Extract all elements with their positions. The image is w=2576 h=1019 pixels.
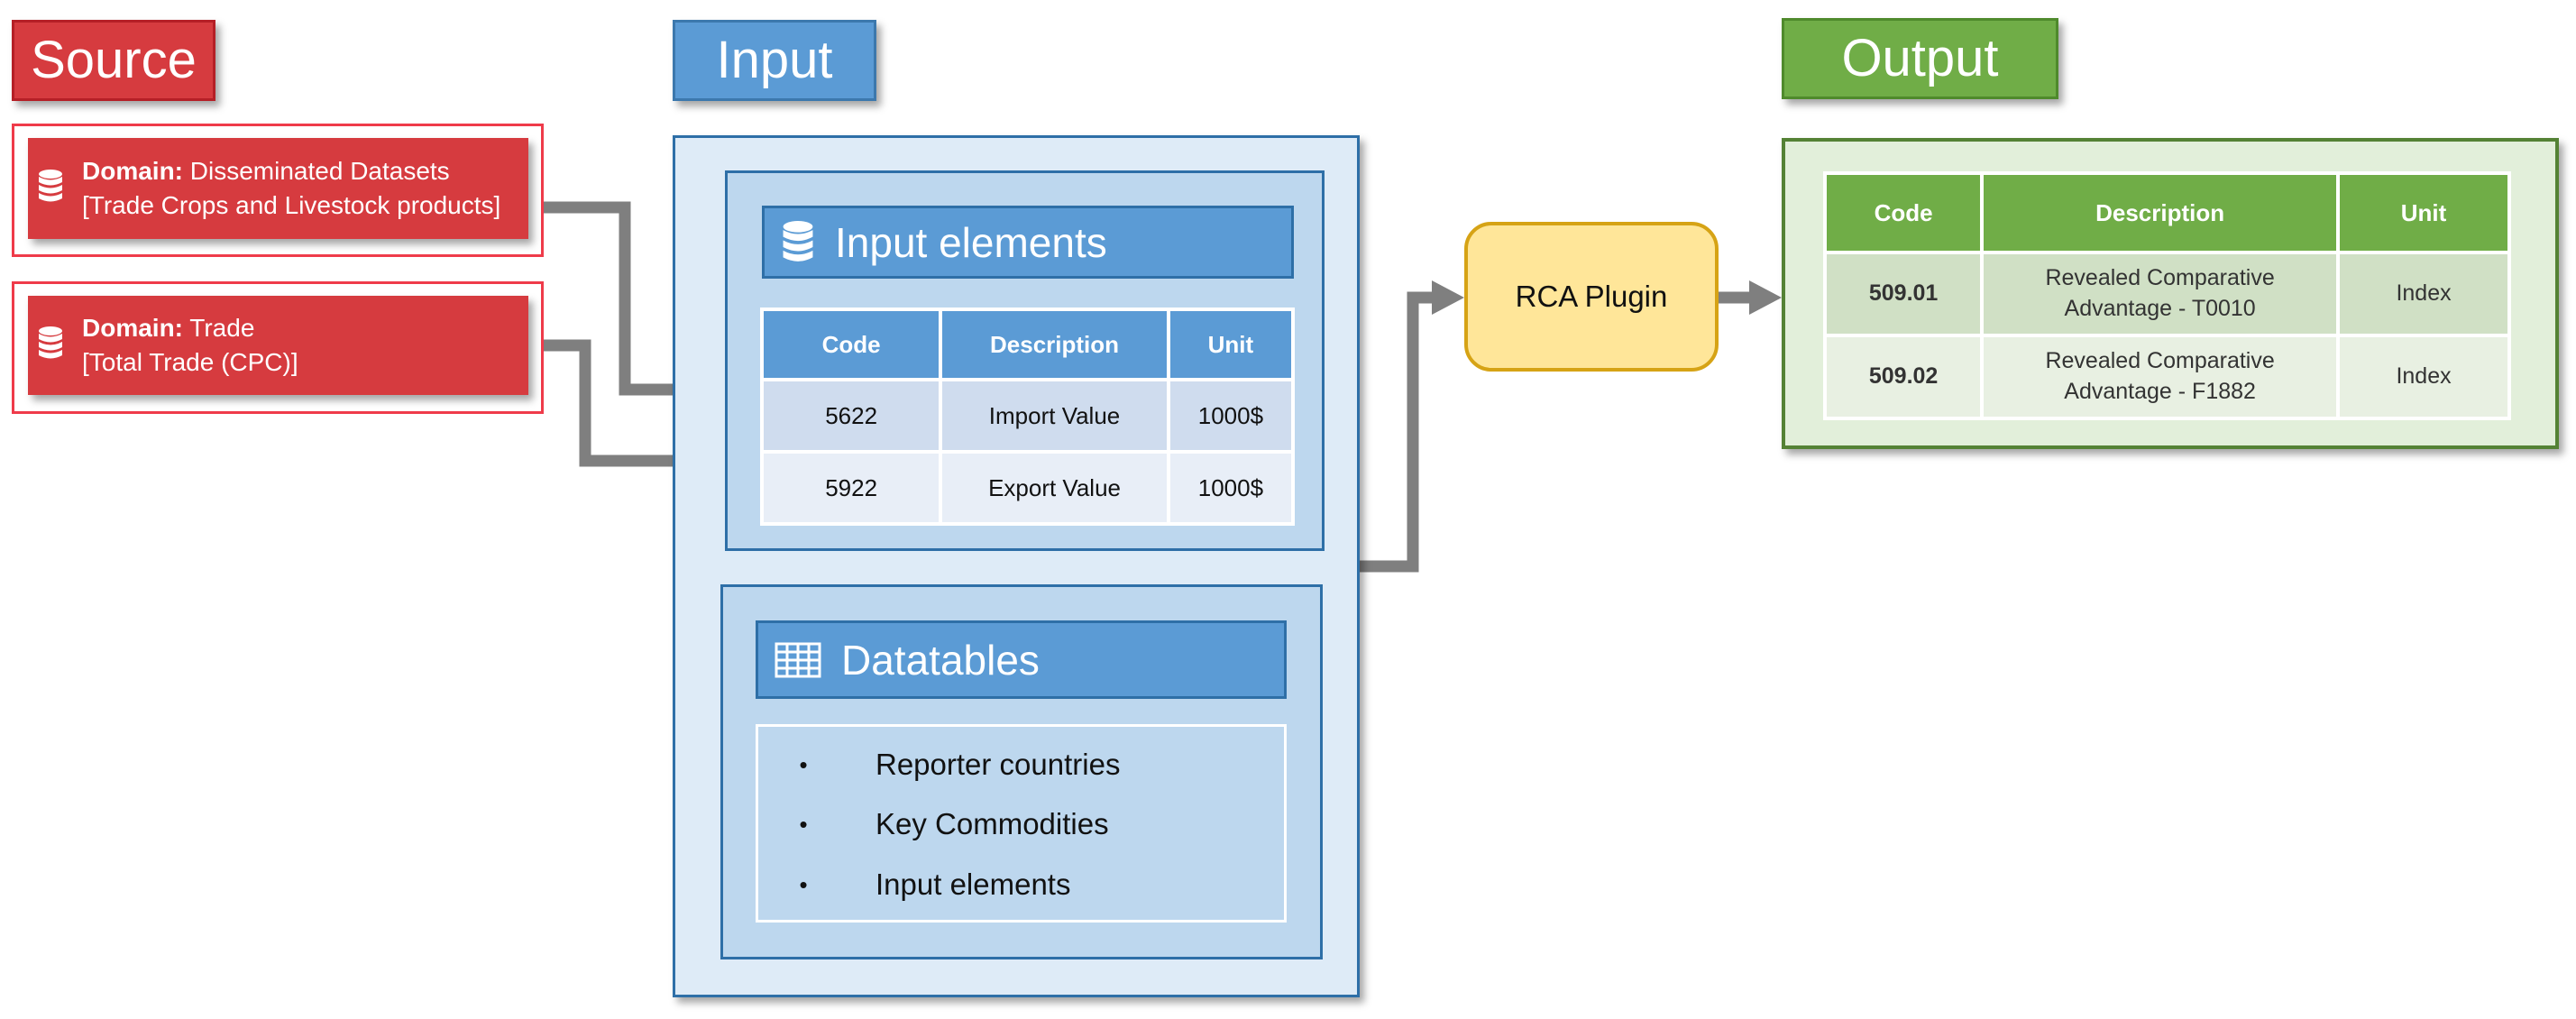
arrowhead <box>1432 280 1464 315</box>
datatables-list: • Reporter countries • Key Commodities •… <box>756 724 1287 923</box>
input-elements-title: Input elements <box>835 218 1107 266</box>
list-item-label: Key Commodities <box>875 807 1109 840</box>
domain-detail: [Trade Crops and Livestock products] <box>82 191 501 219</box>
description-line: Advantage - T0010 <box>2064 296 2256 321</box>
list-item: • Key Commodities <box>758 804 1284 844</box>
column-header: Description <box>939 308 1170 381</box>
input-elements-header: Input elements <box>762 206 1294 279</box>
column-header: Code <box>1822 171 1985 254</box>
source-domain-box: Domain: Disseminated Datasets [Trade Cro… <box>28 138 528 239</box>
datatables-header: Datatables <box>756 620 1287 699</box>
bullet-icon: • <box>799 810 808 838</box>
domain-label: Domain: <box>82 156 183 185</box>
table-cell: Revealed Comparative Advantage - F1882 <box>1980 334 2341 420</box>
list-item: • Reporter countries <box>758 745 1284 785</box>
input-elements-table: Code Description Unit 5622 Import Value … <box>759 308 1296 526</box>
bullet-icon: • <box>799 870 808 898</box>
output-table: Code Description Unit 509.01 Revealed Co… <box>1822 171 2511 420</box>
column-header: Code <box>759 308 943 381</box>
bullet-icon: • <box>799 750 808 778</box>
table-row: 5922 Export Value 1000$ <box>759 450 1296 526</box>
table-icon <box>775 642 821 678</box>
domain-name: Disseminated Datasets <box>189 156 450 185</box>
table-cell: 1000$ <box>1166 450 1296 526</box>
source-title: Source <box>31 31 197 89</box>
table-row: 5622 Import Value 1000$ <box>759 378 1296 454</box>
database-icon <box>781 220 815 264</box>
list-item: • Input elements <box>758 865 1284 904</box>
column-header: Description <box>1980 171 2341 254</box>
rca-plugin-box: RCA Plugin <box>1464 222 1719 372</box>
arrow-source2-to-input <box>525 339 694 467</box>
domain-detail: [Total Trade (CPC)] <box>82 348 298 376</box>
column-header: Unit <box>2336 171 2511 254</box>
column-header: Unit <box>1166 308 1296 381</box>
description-line: Revealed Comparative <box>2045 265 2275 291</box>
arrowhead <box>1749 280 1782 315</box>
table-cell: 5922 <box>759 450 943 526</box>
plugin-label: RCA Plugin <box>1515 280 1668 313</box>
arrow-input-to-plugin <box>1360 291 1434 573</box>
table-cell: 509.02 <box>1822 334 1985 420</box>
table-cell: Revealed Comparative Advantage - T0010 <box>1980 251 2341 337</box>
domain-label: Domain: <box>82 313 183 342</box>
source-tag: Source <box>12 20 215 101</box>
table-cell: 5622 <box>759 378 943 454</box>
description-line: Advantage - F1882 <box>2064 379 2256 404</box>
table-cell: Export Value <box>939 450 1170 526</box>
database-icon <box>37 326 64 365</box>
database-icon <box>37 169 64 208</box>
table-cell: Index <box>2336 334 2511 420</box>
table-row: 509.01 Revealed Comparative Advantage - … <box>1822 251 2511 337</box>
table-row: 509.02 Revealed Comparative Advantage - … <box>1822 334 2511 420</box>
table-cell: Index <box>2336 251 2511 337</box>
table-cell: 509.01 <box>1822 251 1985 337</box>
table-header-row: Code Description Unit <box>759 308 1296 381</box>
input-tag: Input <box>673 20 876 101</box>
output-title: Output <box>1841 29 1999 87</box>
table-header-row: Code Description Unit <box>1822 171 2511 254</box>
description-line: Revealed Comparative <box>2045 348 2275 374</box>
list-item-label: Reporter countries <box>875 748 1121 781</box>
list-item-label: Input elements <box>875 868 1071 901</box>
arrow-source1-to-input <box>525 201 694 396</box>
domain-name: Trade <box>189 313 255 342</box>
output-tag: Output <box>1782 18 2058 99</box>
input-title: Input <box>716 31 833 89</box>
table-cell: 1000$ <box>1166 378 1296 454</box>
source-domain-box: Domain: Trade [Total Trade (CPC)] <box>28 296 528 395</box>
datatables-title: Datatables <box>841 636 1040 684</box>
table-cell: Import Value <box>939 378 1170 454</box>
